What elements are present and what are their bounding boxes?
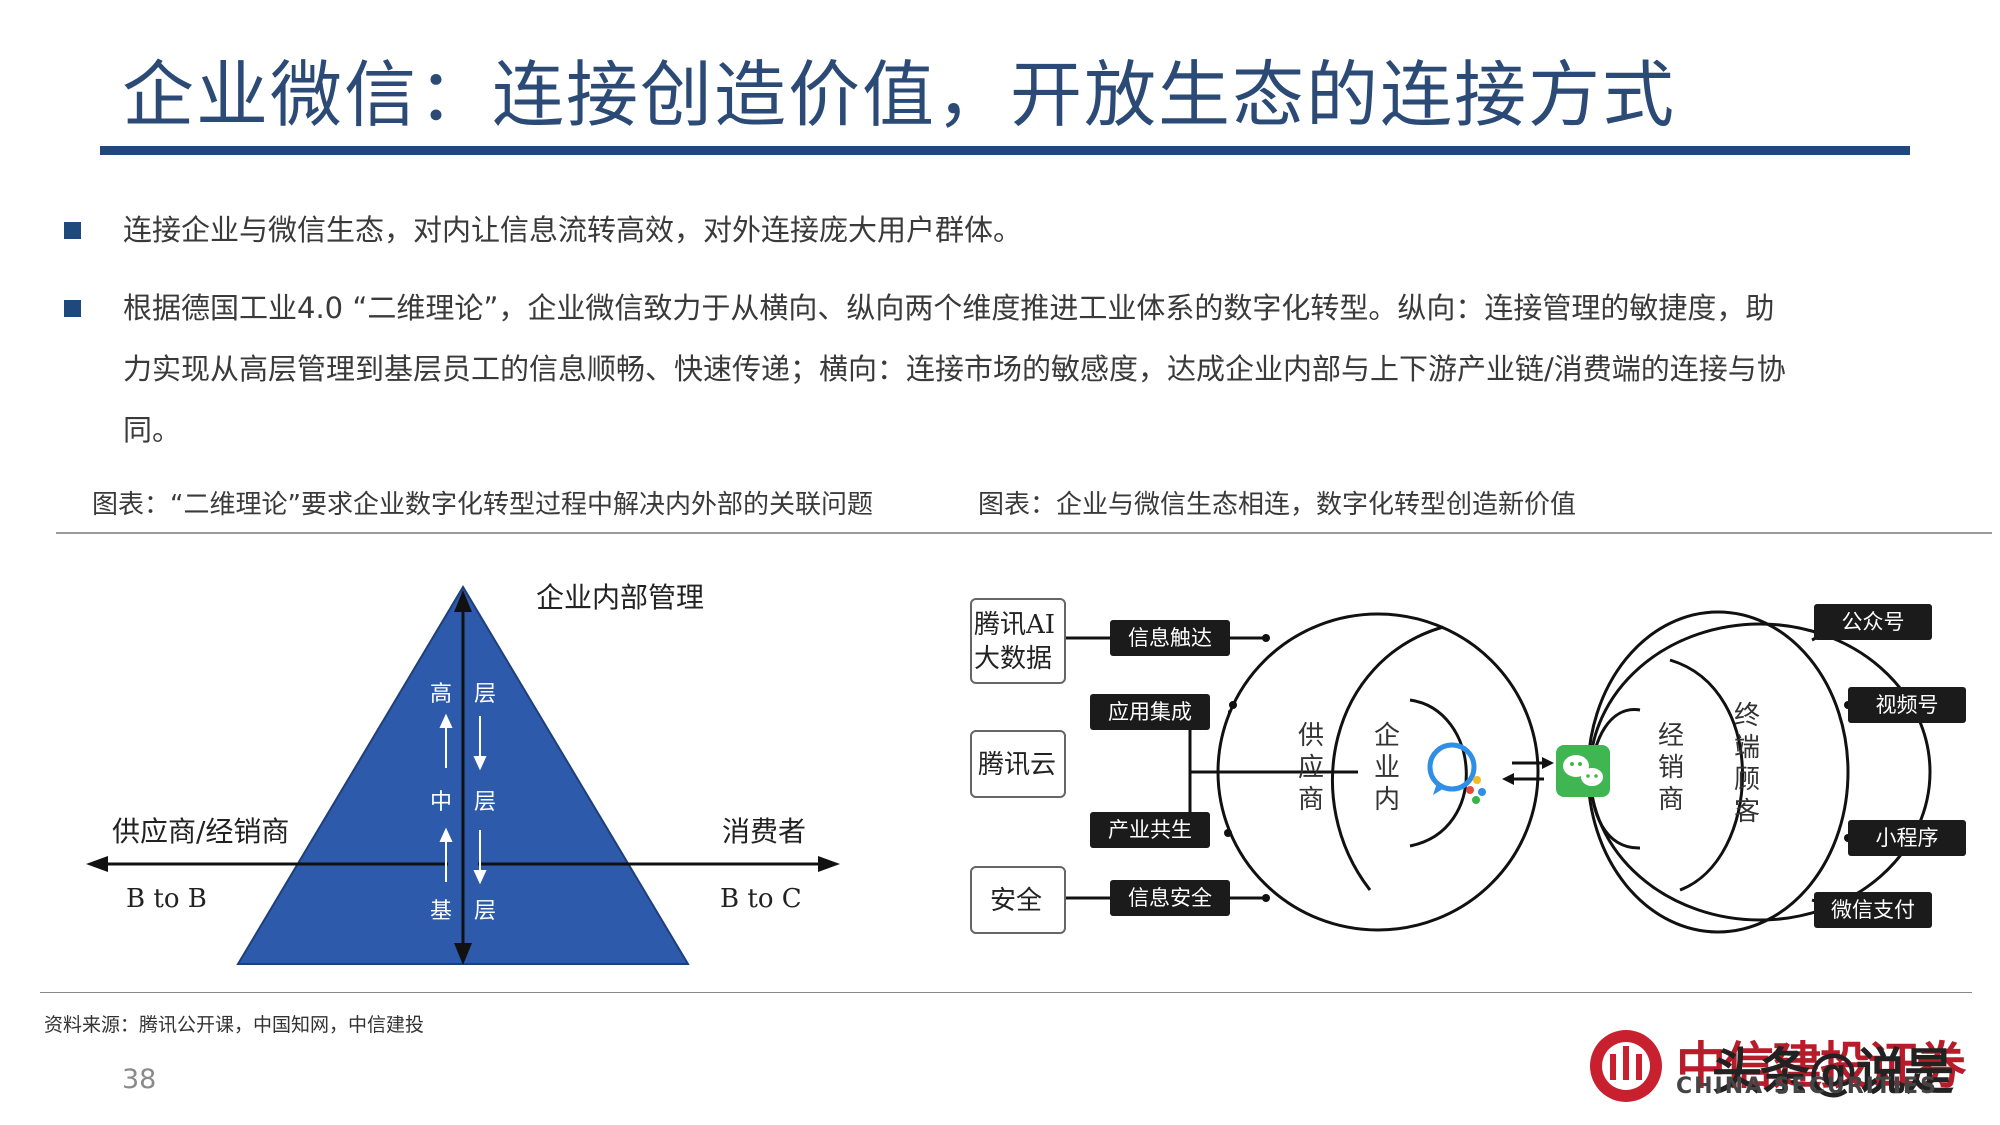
right-figure-caption: 图表：企业与微信生态相连，数字化转型创造新价值 <box>978 490 1577 520</box>
enterprise-internal-vertical-label: 企业内 <box>1373 721 1400 815</box>
tencent-cloud-box <box>970 730 1066 798</box>
tencent-cloud-label: 腾讯云 <box>978 750 1057 780</box>
page-title: 企业微信：连接创造价值，开放生态的连接方式 <box>122 53 1677 137</box>
level-high: 高 层 <box>430 682 497 707</box>
distributor-vertical-label: 经销商 <box>1657 721 1684 815</box>
supplier-vertical-label: 供应商 <box>1297 721 1324 815</box>
bullet-text-2-line-2: 力实现从高层管理到基层员工的信息顺畅、快速传递；横向：连接市场的敏感度，达成企业… <box>123 352 1786 386</box>
tag-mini-program: 小程序 <box>1848 820 1966 856</box>
tag-channels: 视频号 <box>1848 687 1966 723</box>
tag-info-security: 信息安全 <box>1110 880 1230 916</box>
level-middle: 中 层 <box>430 790 497 815</box>
horizontal-arrow-right <box>818 856 840 872</box>
end-customer-vertical-label: 终端顾客 <box>1733 701 1760 827</box>
b-to-c-label: B to C <box>720 884 802 914</box>
bullet-marker <box>64 222 81 239</box>
citic-logo-icon <box>1590 1030 1662 1102</box>
vertical-arrow-up <box>454 590 472 612</box>
bullet-text-1: 连接企业与微信生态，对内让信息流转高效，对外连接庞大用户群体。 <box>123 213 1023 247</box>
vertical-arrow-down <box>454 943 472 965</box>
pyramid-right-label: 消费者 <box>722 815 807 848</box>
wecom-logo-icon <box>1427 742 1486 804</box>
tencent-ai-label: 腾讯AI <box>974 610 1056 640</box>
page-number: 38 <box>122 1064 157 1095</box>
tag-info-reach: 信息触达 <box>1110 620 1230 656</box>
bullet-text-2-line-3: 同。 <box>123 413 182 447</box>
title-underline <box>100 146 1910 155</box>
security-box <box>970 866 1066 934</box>
company-watermark: 中信建投证券 <box>1676 1037 1966 1095</box>
ecosystem-diagram <box>1062 610 1932 934</box>
level-base: 基 层 <box>430 899 497 924</box>
tencent-ai-bigdata-box <box>970 598 1066 684</box>
bullet-marker <box>64 300 81 317</box>
tag-wechat-pay: 微信支付 <box>1814 892 1932 928</box>
platform-watermark: 头条@说是 <box>1712 1043 1954 1101</box>
b-to-b-label: B to B <box>126 884 207 914</box>
tag-official-account: 公众号 <box>1814 604 1932 640</box>
tag-industry-symbiosis: 产业共生 <box>1090 812 1210 848</box>
horizontal-arrow-left <box>86 856 108 872</box>
pyramid-top-label: 企业内部管理 <box>536 581 705 614</box>
company-english-name: CHINA SECURITIES <box>1676 1074 1938 1099</box>
source-note: 资料来源：腾讯公开课，中国知网，中信建投 <box>44 1014 425 1036</box>
tag-app-integration: 应用集成 <box>1090 694 1210 730</box>
pyramid-left-label: 供应商/经销商 <box>112 815 290 848</box>
security-label: 安全 <box>990 886 1043 916</box>
bullet-text-2-line-1: 根据德国工业4.0 “二维理论”，企业微信致力于从横向、纵向两个维度推进工业体系… <box>123 291 1775 325</box>
bigdata-label: 大数据 <box>974 644 1053 674</box>
left-figure-caption: 图表：“二维理论”要求企业数字化转型过程中解决内外部的关联问题 <box>92 490 873 520</box>
wechat-logo-icon <box>1556 745 1610 797</box>
caption-divider <box>56 532 1992 534</box>
footer-divider <box>40 992 1972 993</box>
two-dimension-pyramid-figure <box>86 585 840 965</box>
